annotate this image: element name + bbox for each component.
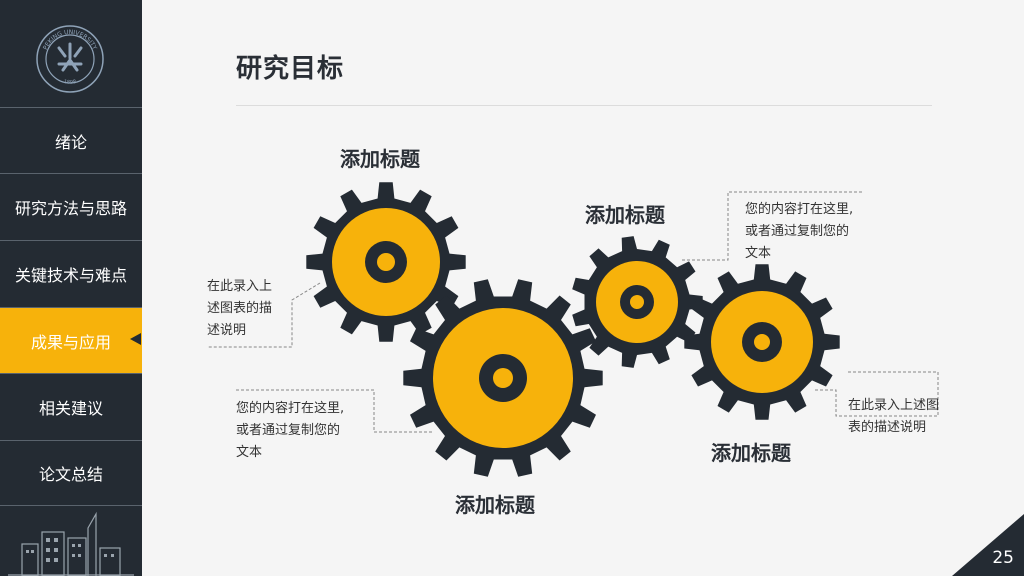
gear-title-top-left: 添加标题 xyxy=(340,147,420,171)
note-line: 或者通过复制您的 xyxy=(745,224,850,239)
gear-hole xyxy=(754,334,770,350)
note-line: 述图表的描 xyxy=(207,301,273,316)
sidebar-item-label: 相关建议 xyxy=(38,398,103,418)
gear-hole xyxy=(377,253,395,271)
gear-title-bottom-right: 添加标题 xyxy=(711,441,791,465)
sidebar-item-methods[interactable]: 研究方法与思路 xyxy=(0,173,142,239)
active-indicator-arrow-icon xyxy=(130,333,141,345)
page-number: 25 xyxy=(992,548,1014,568)
gear-hole xyxy=(493,368,513,388)
sidebar-item-label: 关键技术与难点 xyxy=(14,265,127,285)
note-left-bottom: 您的内容打在这里, 或者通过复制您的 文本 xyxy=(236,398,344,464)
city-skyline-icon xyxy=(8,511,134,576)
university-seal-icon: PEKING UNIVERSITY 1898 xyxy=(36,25,104,93)
gear-icon xyxy=(572,236,703,368)
gear-hole xyxy=(630,295,644,309)
sidebar: PEKING UNIVERSITY 1898 绪论 研究方法与思路 关键技术与难… xyxy=(0,0,142,576)
gear-title-top-right: 添加标题 xyxy=(585,203,665,227)
note-line: 在此录入上 xyxy=(207,279,273,294)
sidebar-item-introduction[interactable]: 绪论 xyxy=(0,107,142,173)
gear-icon xyxy=(684,264,840,420)
gear-icon xyxy=(306,182,466,342)
sidebar-item-label: 论文总结 xyxy=(38,465,103,484)
note-line: 您的内容打在这里, xyxy=(236,401,345,416)
sidebar-item-label: 成果与应用 xyxy=(30,332,111,352)
note-right-top: 您的内容打在这里, 或者通过复制您的 文本 xyxy=(745,199,853,265)
sidebar-item-summary[interactable]: 论文总结 xyxy=(0,440,142,506)
note-line: 述说明 xyxy=(207,323,247,338)
page-title: 研究目标 xyxy=(236,54,345,84)
sidebar-item-results[interactable]: 成果与应用 xyxy=(0,307,142,373)
connector-line-right-bottom xyxy=(815,371,939,417)
svg-text:1898: 1898 xyxy=(63,79,76,86)
gear-icon xyxy=(403,279,603,477)
note-line: 文本 xyxy=(236,445,263,460)
logo-year: 1898 xyxy=(63,79,76,86)
sidebar-item-label: 绪论 xyxy=(54,132,87,152)
connector-line-left-top xyxy=(208,282,321,348)
note-line: 或者通过复制您的 xyxy=(236,423,341,438)
note-left-top: 在此录入上 述图表的描 述说明 xyxy=(207,276,272,342)
note-line: 在此录入上述图 xyxy=(848,398,940,413)
sidebar-item-key-tech[interactable]: 关键技术与难点 xyxy=(0,240,142,306)
note-line: 您的内容打在这里, xyxy=(745,202,854,217)
corner-decoration xyxy=(952,514,1024,576)
note-line: 文本 xyxy=(745,246,772,261)
title-divider xyxy=(236,105,932,106)
sidebar-item-suggestions[interactable]: 相关建议 xyxy=(0,373,142,439)
note-right-bottom: 在此录入上述图 表的描述说明 xyxy=(848,395,939,439)
sidebar-item-label: 研究方法与思路 xyxy=(14,198,127,218)
connector-line-right-top xyxy=(682,191,862,261)
note-line: 表的描述说明 xyxy=(848,420,927,435)
gear-title-bottom-center: 添加标题 xyxy=(455,493,535,517)
